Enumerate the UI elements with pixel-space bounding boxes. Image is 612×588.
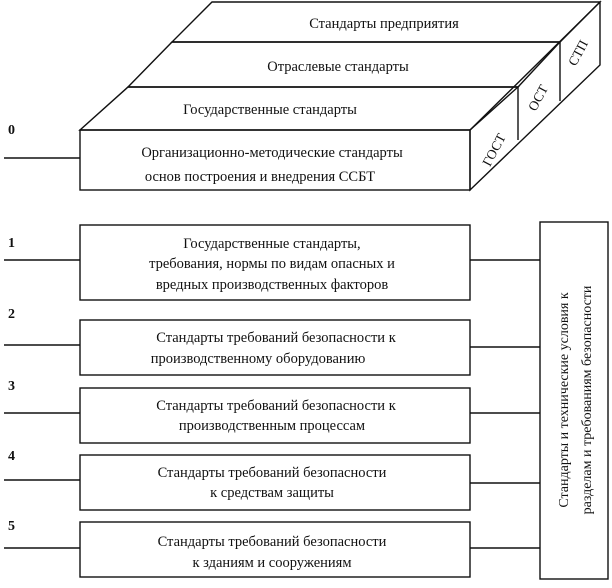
side-label-stp: СТП (565, 37, 591, 68)
group-3-line-1: Стандарты требований безопасности к (156, 398, 396, 414)
layer-label-state: Государственные стандарты (183, 102, 357, 118)
level-number-4: 4 (8, 449, 15, 464)
side-label-gost: ГОСТ (479, 130, 509, 168)
group-1-line-1: Государственные стандарты, (183, 236, 360, 252)
group-box-1 (79, 224, 471, 301)
group-box-3 (79, 387, 471, 444)
group-box-4 (79, 454, 471, 511)
group-4-line-1: Стандарты требований безопасности (158, 465, 387, 481)
front-label-line-1: Организационно-методические стандарты (141, 145, 403, 161)
right-tall-box (539, 221, 609, 580)
group-5-line-1: Стандарты требований безопасности (158, 534, 387, 550)
block-front-face (79, 129, 471, 191)
layer-label-industry: Отраслевые стандарты (267, 59, 409, 75)
side-label-ost: ОСТ (525, 82, 551, 114)
group-4-line-2: к средствам защиты (210, 485, 334, 501)
right-box-line-2: разделам и требованиям безопасности (580, 285, 595, 514)
right-box-line-1: Стандарты и технические условия к (557, 292, 572, 508)
group-2-line-1: Стандарты требований безопасности к (156, 330, 396, 346)
level-number-2: 2 (8, 307, 15, 322)
group-5-line-2: к зданиям и сооружениям (192, 555, 351, 571)
level-number-5: 5 (8, 519, 15, 534)
layer-label-enterprise: Стандарты предприятия (309, 16, 459, 32)
front-label-line-2: основ построения и внедрения ССБТ (145, 169, 375, 185)
group-3-line-2: производственным процессам (179, 418, 365, 434)
group-1-line-2: требования, нормы по видам опасных и (149, 256, 395, 272)
group-2-line-2: производственному оборудованию (151, 351, 366, 367)
level-number-3: 3 (8, 379, 15, 394)
level-number-1: 1 (8, 236, 15, 251)
group-1-line-3: вредных производственных факторов (156, 277, 388, 293)
level-number-0: 0 (8, 123, 15, 138)
group-box-5 (79, 521, 471, 578)
